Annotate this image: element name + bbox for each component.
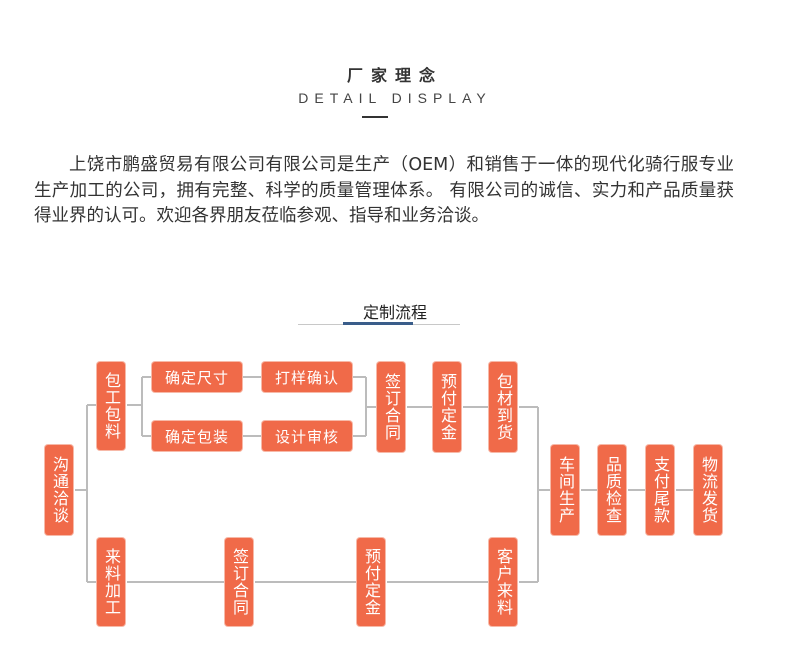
step-wuliu-fahuo: 物流发货: [694, 445, 722, 535]
step-yufu-dingjin-bottom: 预付定金: [357, 538, 385, 626]
company-intro-text: 上饶市鹏盛贸易有限公司有限公司是生产（OEM）和销售于一体的现代化骑行服专业生产…: [34, 155, 734, 226]
step-baocai-daohuo: 包材到货: [489, 362, 517, 452]
step-dayang-queren: 打样确认: [262, 362, 352, 392]
step-laoliao-jiagong: 来料加工: [97, 538, 125, 626]
step-queding-chicun: 确定尺寸: [152, 362, 242, 392]
step-qianding-hetong-top: 签订合同: [377, 362, 405, 452]
step-yufu-dingjin-top: 预付定金: [433, 362, 461, 452]
step-zhifu-weikuan: 支付尾款: [646, 445, 674, 535]
step-goutong-qiatan: 沟通洽谈: [45, 445, 73, 535]
step-kehu-laoliao: 客户来料: [489, 538, 517, 626]
section-subtitle: DETAIL DISPLAY: [298, 90, 492, 106]
title-divider: [362, 116, 388, 118]
step-chejian-shengchan: 车间生产: [551, 445, 579, 535]
step-pinzhi-jiancha: 品质检查: [598, 445, 626, 535]
step-sheji-shenhe: 设计审核: [262, 421, 352, 451]
flow-title-accent: [343, 322, 413, 325]
flow-title: 定制流程: [362, 303, 427, 322]
step-queding-baozhuang: 确定包装: [152, 421, 242, 451]
step-qianding-hetong-bottom: 签订合同: [225, 538, 253, 626]
step-baogong-baoliao: 包工包料: [97, 362, 125, 450]
section-title: 厂家理念: [346, 66, 443, 85]
